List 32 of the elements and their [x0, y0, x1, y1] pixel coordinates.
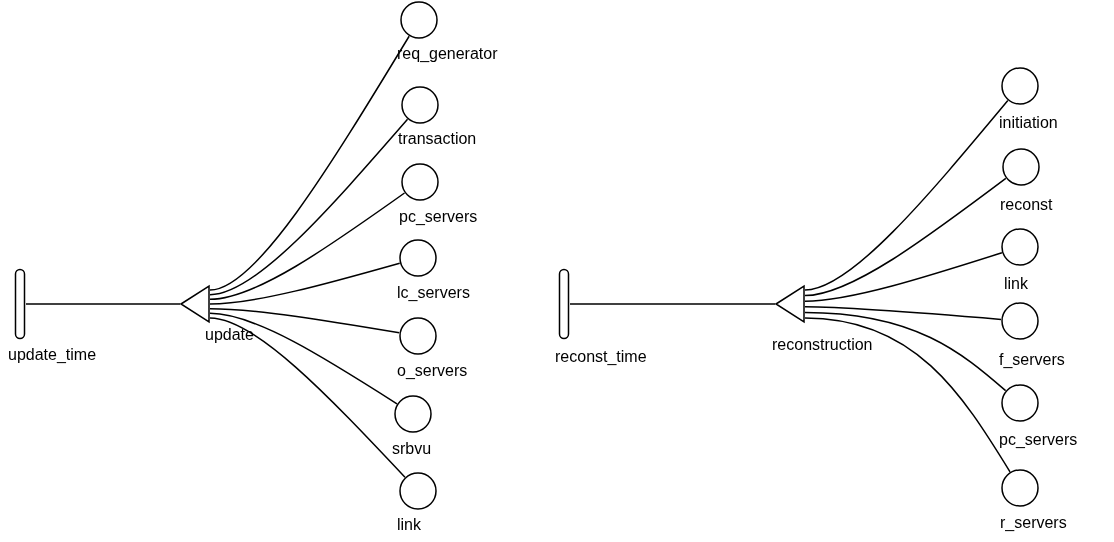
- node-label: update_time: [8, 346, 97, 364]
- node-label: pc_servers: [399, 208, 478, 226]
- connector-line: [804, 252, 1003, 302]
- node-label: initiation: [999, 114, 1058, 132]
- node-label: o_servers: [397, 362, 468, 380]
- connector-line: [209, 312, 398, 405]
- node-label: reconst: [1000, 196, 1053, 214]
- node-label: link: [1004, 275, 1028, 293]
- node-label: reconstruction: [772, 336, 873, 354]
- connector-line: [804, 306, 1002, 321]
- connector-line: [209, 118, 409, 296]
- node-label: update: [205, 326, 254, 344]
- node-label: lc_servers: [397, 284, 470, 302]
- connector-line: [804, 99, 1009, 291]
- node-label: pc_servers: [999, 431, 1078, 449]
- connector-line: [209, 317, 406, 478]
- connector-line: [209, 307, 400, 334]
- node-label: reconst_time: [555, 348, 647, 366]
- connector-line: [25, 303, 181, 305]
- node-label: transaction: [398, 130, 477, 148]
- node-label: link: [397, 516, 421, 534]
- connector-line: [209, 262, 401, 305]
- node-label: req_generator: [397, 45, 498, 63]
- connector-line: [569, 303, 776, 305]
- connector-line: [209, 192, 406, 301]
- connector-line: [804, 311, 1007, 392]
- connector-line: [804, 177, 1007, 297]
- connector-line: [209, 35, 410, 291]
- connector-line: [804, 317, 1011, 473]
- node-label: r_servers: [1000, 514, 1067, 532]
- node-label: srbvu: [392, 440, 432, 458]
- node-label: f_servers: [999, 351, 1065, 369]
